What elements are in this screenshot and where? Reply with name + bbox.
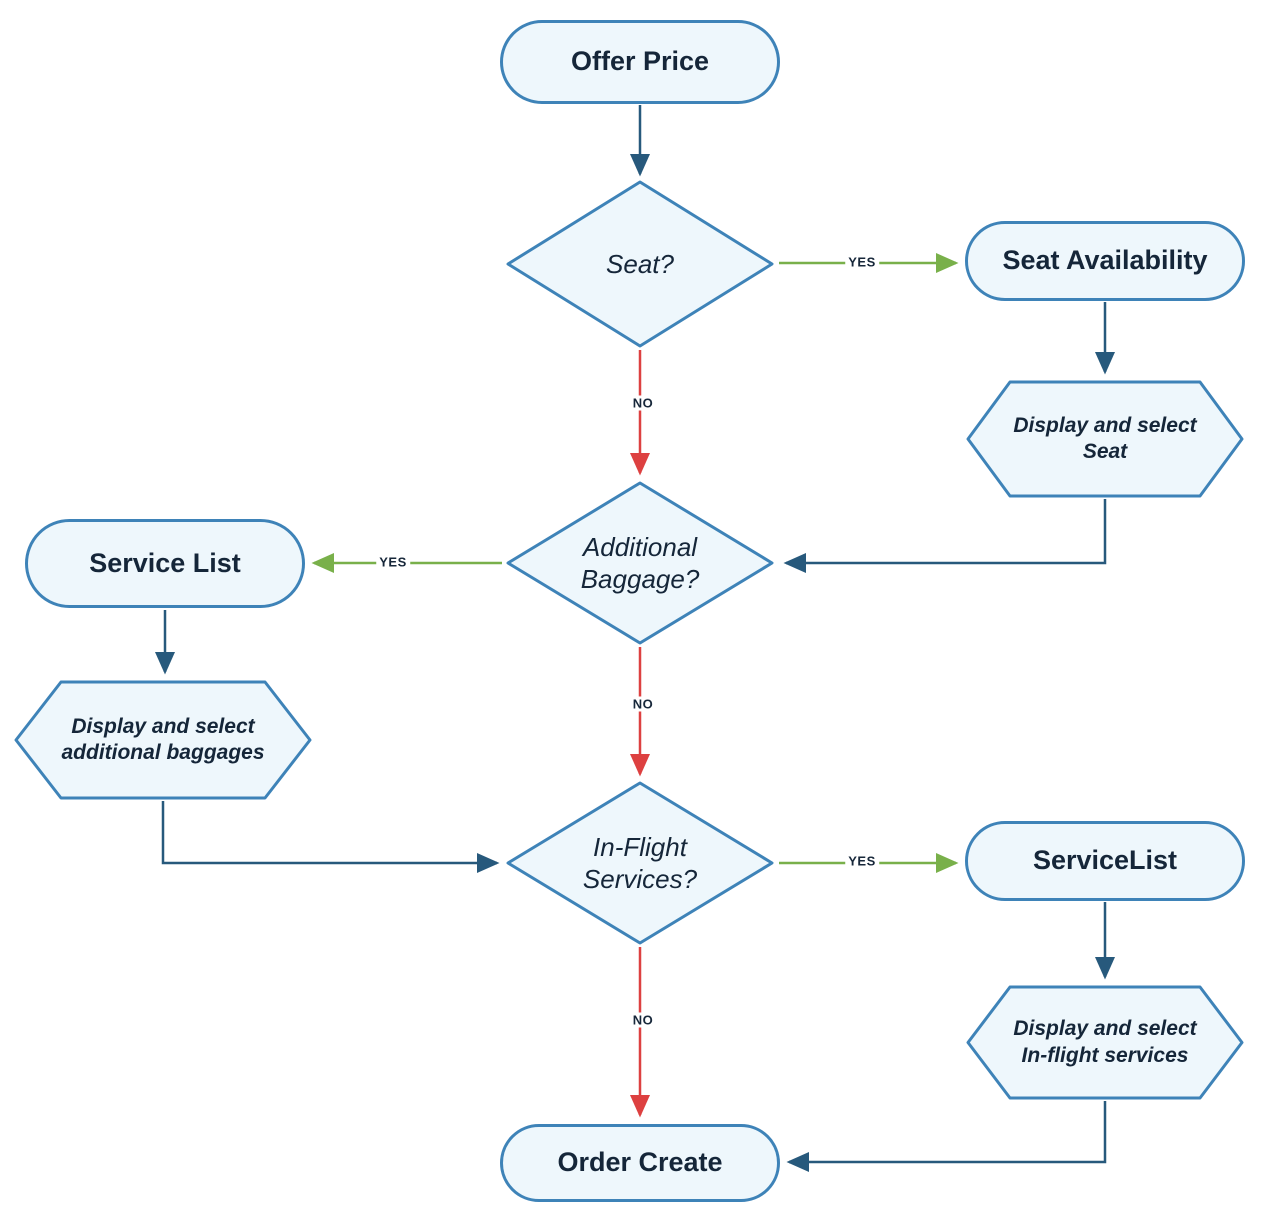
node-seat-availability: Seat Availability xyxy=(965,221,1245,301)
node-service-list: Service List xyxy=(25,519,305,608)
node-display-inflight: Display and select In-flight services xyxy=(965,985,1245,1100)
edge-label-seat-no: NO xyxy=(629,395,657,411)
hexagon-shape xyxy=(966,380,1244,498)
node-display-seat: Display and select Seat xyxy=(965,380,1245,498)
node-servicelist: ServiceList xyxy=(965,821,1245,901)
node-display-seat-label: Display and select Seat xyxy=(1013,413,1197,463)
diamond-shape xyxy=(506,781,774,945)
edge-label-baggage-yes: YES xyxy=(376,554,410,570)
node-offer-price-label: Offer Price xyxy=(570,46,710,77)
node-order-create-label: Order Create xyxy=(557,1147,723,1178)
node-order-create: Order Create xyxy=(500,1124,780,1202)
edge-label-baggage-no: NO xyxy=(629,696,657,712)
node-display-baggages: Display and select additional baggages xyxy=(13,680,313,800)
node-seat-decision-label: Seat? xyxy=(606,248,674,279)
diamond-shape xyxy=(506,481,774,645)
edge-displayseat-to-baggage xyxy=(783,499,1107,573)
node-offer-price: Offer Price xyxy=(500,20,780,104)
edge-label-inflight-yes: YES xyxy=(845,853,879,869)
node-display-inflight-label: Display and select In-flight services xyxy=(1013,1017,1197,1067)
node-seat-availability-label: Seat Availability xyxy=(1002,245,1208,276)
node-additional-baggage-label: Additional Baggage? xyxy=(580,531,700,595)
hexagon-shape xyxy=(966,985,1244,1100)
edge-label-seat-yes: YES xyxy=(845,254,879,270)
node-servicelist-label: ServiceList xyxy=(1032,845,1178,876)
hexagon-shape xyxy=(14,680,312,800)
node-inflight-decision-label: In-Flight Services? xyxy=(582,831,698,895)
diamond-shape xyxy=(506,180,774,348)
edge-displaybaggages-to-inflight xyxy=(161,801,500,873)
node-additional-baggage: Additional Baggage? xyxy=(505,481,775,645)
edge-label-inflight-no: NO xyxy=(629,1012,657,1028)
node-display-baggages-label: Display and select additional baggages xyxy=(61,714,265,764)
node-inflight-decision: In-Flight Services? xyxy=(505,781,775,945)
node-seat-decision: Seat? xyxy=(505,180,775,348)
node-service-list-label: Service List xyxy=(89,547,241,578)
edge-displayinflight-to-order xyxy=(786,1101,1107,1172)
